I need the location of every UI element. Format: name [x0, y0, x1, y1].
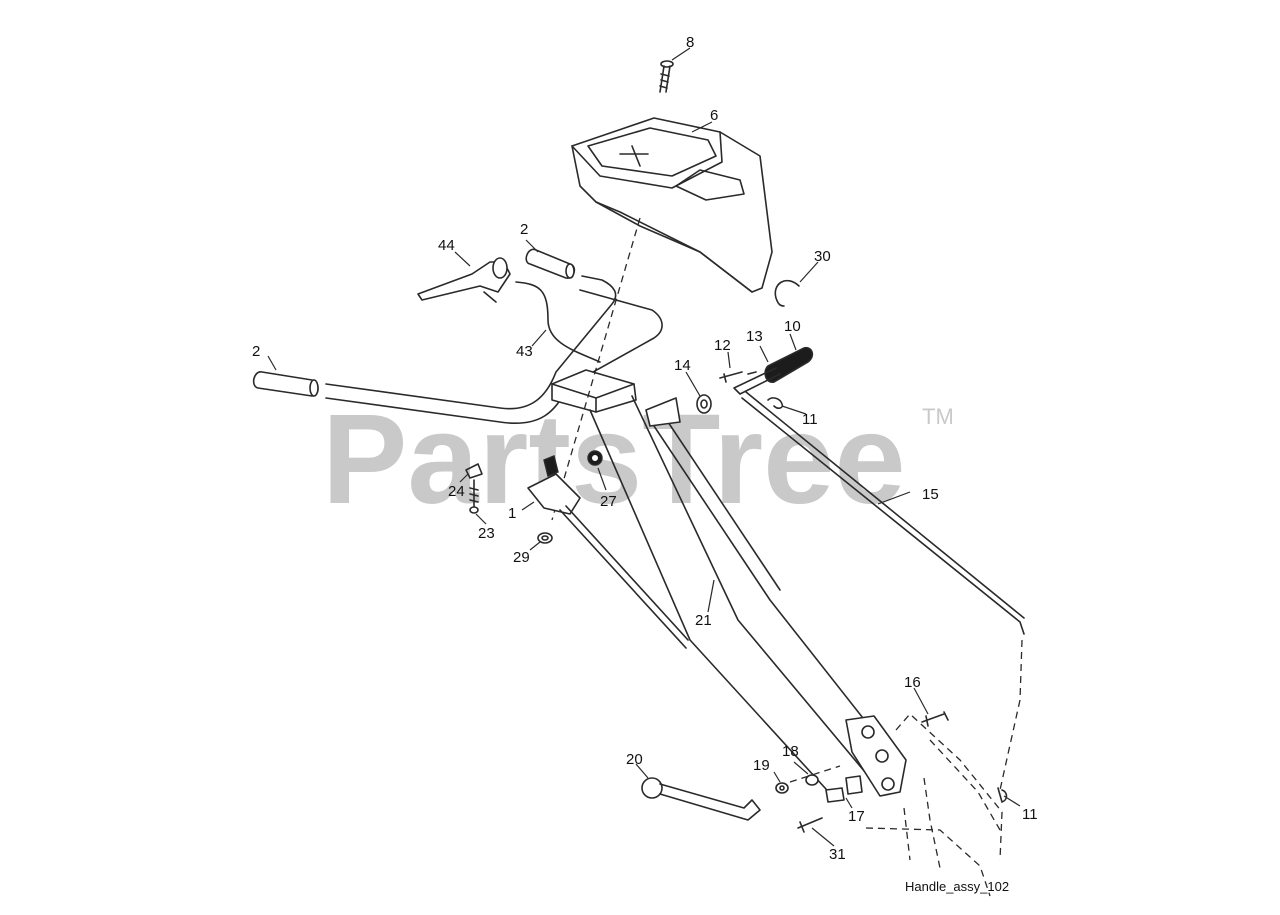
callout-23: 23	[478, 525, 495, 542]
callout-29: 29	[513, 549, 530, 566]
callout-17: 17	[848, 808, 865, 825]
callout-31: 31	[829, 846, 846, 863]
callout-2-left: 2	[252, 343, 260, 360]
callout-14: 14	[674, 357, 691, 374]
part-13-lever	[733, 367, 781, 395]
callout-24: 24	[448, 483, 465, 500]
part-18-nut	[805, 774, 819, 786]
watermark-trademark: TM	[922, 404, 954, 429]
part-17-blocks	[825, 775, 863, 803]
part-27-nut	[587, 450, 603, 466]
callout-30: 30	[814, 248, 831, 265]
part-15-rod	[741, 391, 1025, 635]
leader-lines	[267, 47, 1021, 847]
callout-44: 44	[438, 237, 455, 254]
part-20-shift-lever	[641, 777, 761, 821]
part-44-control-lever	[417, 257, 511, 303]
part-24-clip	[465, 463, 483, 479]
watermark-text: PartsTree	[322, 388, 906, 531]
callout-2-upper: 2	[520, 221, 528, 238]
lower-pivot-plate	[845, 715, 907, 797]
callouts: 8 6 2 44 30 10 13 12 2 43 14 11 15 24 27…	[252, 34, 1038, 863]
part-43-cable	[515, 281, 601, 363]
part-30-clip	[774, 280, 800, 307]
callout-27: 27	[600, 493, 617, 510]
part-21-handle-tube	[589, 395, 897, 801]
callout-19: 19	[753, 757, 770, 774]
part-31-bolt	[797, 817, 823, 833]
callout-20: 20	[626, 751, 643, 768]
part-6-console-cover	[571, 117, 773, 293]
callout-8: 8	[686, 34, 694, 51]
guide-line-rod	[999, 639, 1023, 791]
callout-15: 15	[922, 486, 939, 503]
part-2-grip-upper	[525, 248, 576, 279]
callout-12: 12	[714, 337, 731, 354]
part-16-bolt	[921, 711, 949, 727]
callout-11-upper: 11	[802, 411, 818, 428]
part-19-washer	[775, 782, 789, 794]
guide-line-console	[551, 217, 641, 521]
lever-pivot-bracket	[645, 397, 681, 427]
callout-16: 16	[904, 674, 921, 691]
part-23-screw	[469, 479, 479, 514]
callout-18: 18	[782, 743, 799, 760]
callout-10: 10	[784, 318, 801, 335]
part-12-bolt	[719, 371, 757, 383]
diagram-caption: Handle_assy_102	[905, 879, 1009, 894]
part-2-grip-left	[252, 371, 319, 397]
callout-21: 21	[695, 612, 712, 629]
callout-11-lower: 11	[1022, 806, 1038, 823]
part-8-screw	[659, 60, 674, 93]
callout-6: 6	[710, 107, 718, 124]
guide-line-pivot	[789, 765, 841, 783]
callout-1: 1	[508, 505, 516, 522]
handle-bracket	[551, 369, 637, 413]
part-1-shift-assembly	[527, 455, 689, 649]
callout-43: 43	[516, 343, 533, 360]
part-29-nut	[537, 532, 553, 544]
part-11-clip-lower	[997, 787, 1008, 803]
part-14-bushing	[696, 394, 712, 414]
callout-13: 13	[746, 328, 763, 345]
transmission-outline	[865, 713, 1003, 897]
part-11-clip-upper	[767, 397, 784, 409]
